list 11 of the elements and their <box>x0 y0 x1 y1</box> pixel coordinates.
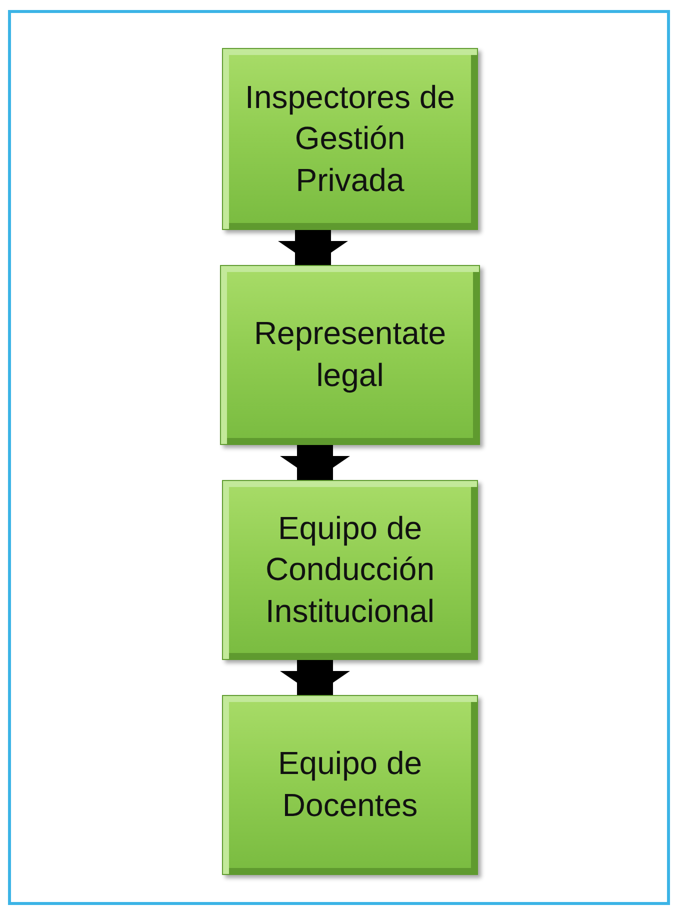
box-label: Equipo de Conducción Institucional <box>264 508 436 631</box>
process-box <box>222 48 478 230</box>
arrow <box>278 230 348 265</box>
process-box <box>220 265 480 445</box>
box-label: Inspectores de Gestión Privada <box>245 78 455 200</box>
arrow <box>280 660 350 695</box>
box-label: Representate legal <box>252 314 448 395</box>
box-label: Equipo de Docentes <box>276 744 424 825</box>
process-box <box>222 480 478 660</box>
arrow <box>280 445 350 480</box>
process-box <box>222 695 478 875</box>
